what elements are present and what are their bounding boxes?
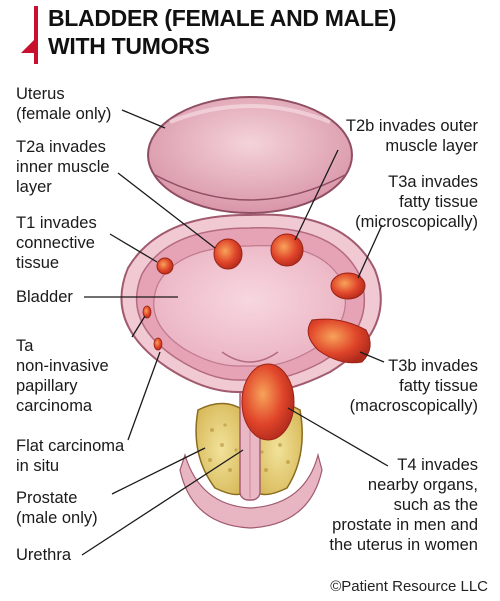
tumor-t2b (270, 233, 304, 267)
title-accent-bar (34, 6, 38, 64)
tumor-ta (142, 305, 152, 319)
tumor-t3a (330, 272, 366, 300)
label-prostate: Prostate (male only) (16, 489, 98, 527)
label-uterus: Uterus (female only) (16, 85, 112, 123)
title-line-2: WITH TUMORS (48, 33, 210, 59)
label-bladder: Bladder (16, 288, 73, 306)
title-block: BLADDER (FEMALE AND MALE) WITH TUMORS (10, 0, 492, 70)
tumor-t4 (241, 363, 295, 441)
label-t4: T4 invades nearby organs, such as the pr… (329, 456, 478, 554)
tumor-t3b (307, 318, 371, 364)
label-t2a: T2a invades inner muscle layer (16, 138, 110, 196)
label-t2b: T2b invades outer muscle layer (345, 117, 478, 155)
label-ta: Ta non-invasive papillary carcinoma (16, 337, 109, 415)
tumor-t1 (156, 257, 174, 275)
label-t3a: T3a invades fatty tissue (microscopicall… (355, 173, 478, 231)
pelvic-floor (179, 452, 323, 529)
tumor-t2a (213, 238, 243, 270)
title-accent-triangle (21, 40, 34, 53)
tumors (142, 233, 371, 441)
label-t3b: T3b invades fatty tissue (macroscopicall… (349, 357, 478, 415)
bladder-neck (221, 351, 279, 363)
uterus-shape (147, 96, 353, 214)
page-title: BLADDER (FEMALE AND MALE) WITH TUMORS (48, 4, 396, 60)
tumor-flat (153, 337, 163, 351)
copyright-notice: ©Patient Resource LLC (330, 578, 488, 595)
title-line-1: BLADDER (FEMALE AND MALE) (48, 5, 397, 31)
label-flat-carcinoma: Flat carcinoma in situ (16, 437, 125, 475)
label-urethra: Urethra (16, 546, 72, 564)
leader-lines (81, 109, 389, 556)
label-t1: T1 invades connective tissue (16, 214, 97, 272)
